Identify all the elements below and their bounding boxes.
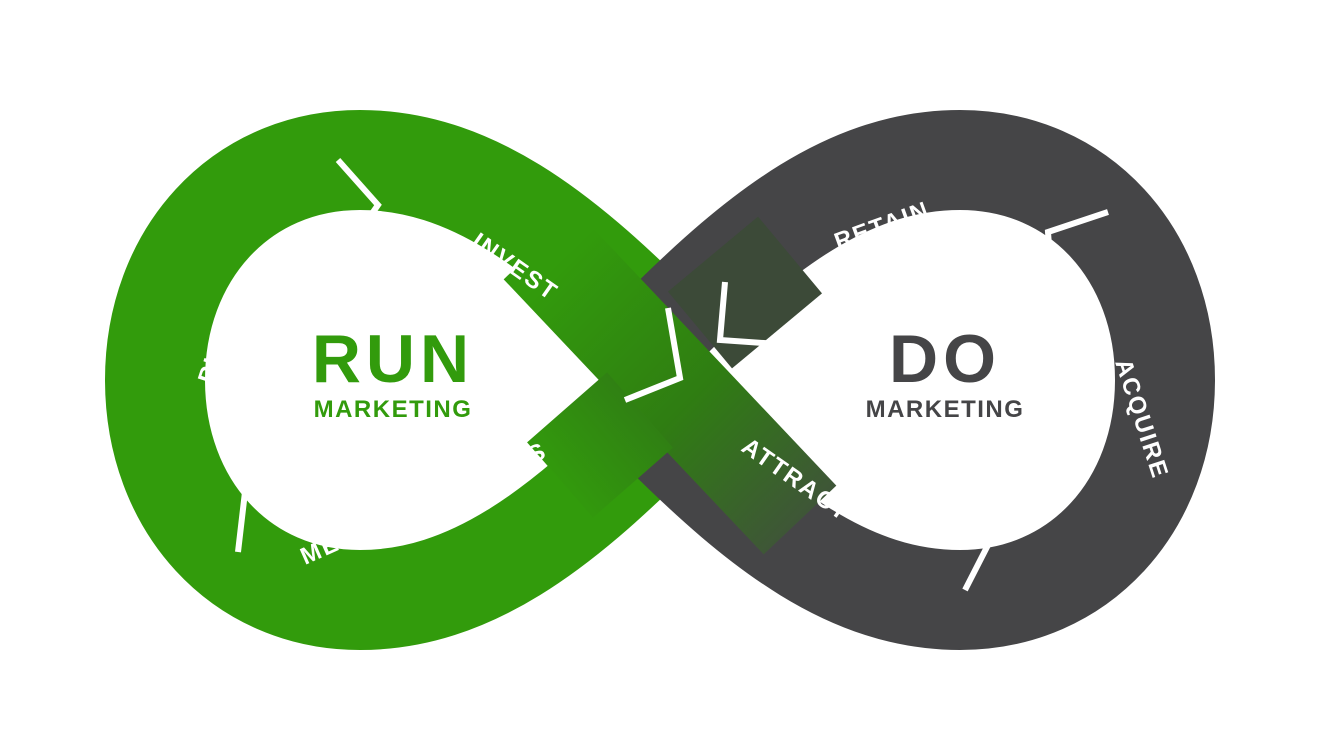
divider-retain-attract	[716, 281, 779, 347]
do-title: DO	[889, 321, 1001, 397]
run-loop	[104, 109, 696, 651]
run-loop-band	[104, 109, 696, 651]
do-loop-band	[624, 109, 1216, 651]
run-title: RUN	[312, 321, 474, 397]
divider-invest-attract	[623, 307, 684, 403]
divider-acquire-retain	[1044, 209, 1109, 289]
run-subtitle: MARKETING	[314, 396, 473, 423]
run-hole	[245, 252, 505, 508]
divider-plan-invest	[335, 158, 382, 250]
cross-band-measure-retain	[527, 372, 673, 518]
divider-measure-plan	[235, 485, 311, 553]
do-hole	[827, 252, 1083, 508]
arrow-dividers	[235, 158, 1109, 592]
do-loop	[624, 109, 1216, 651]
cross-band-retain-end	[667, 216, 823, 369]
do-subtitle: MARKETING	[866, 396, 1025, 423]
divider-attract-acquire	[947, 507, 992, 592]
